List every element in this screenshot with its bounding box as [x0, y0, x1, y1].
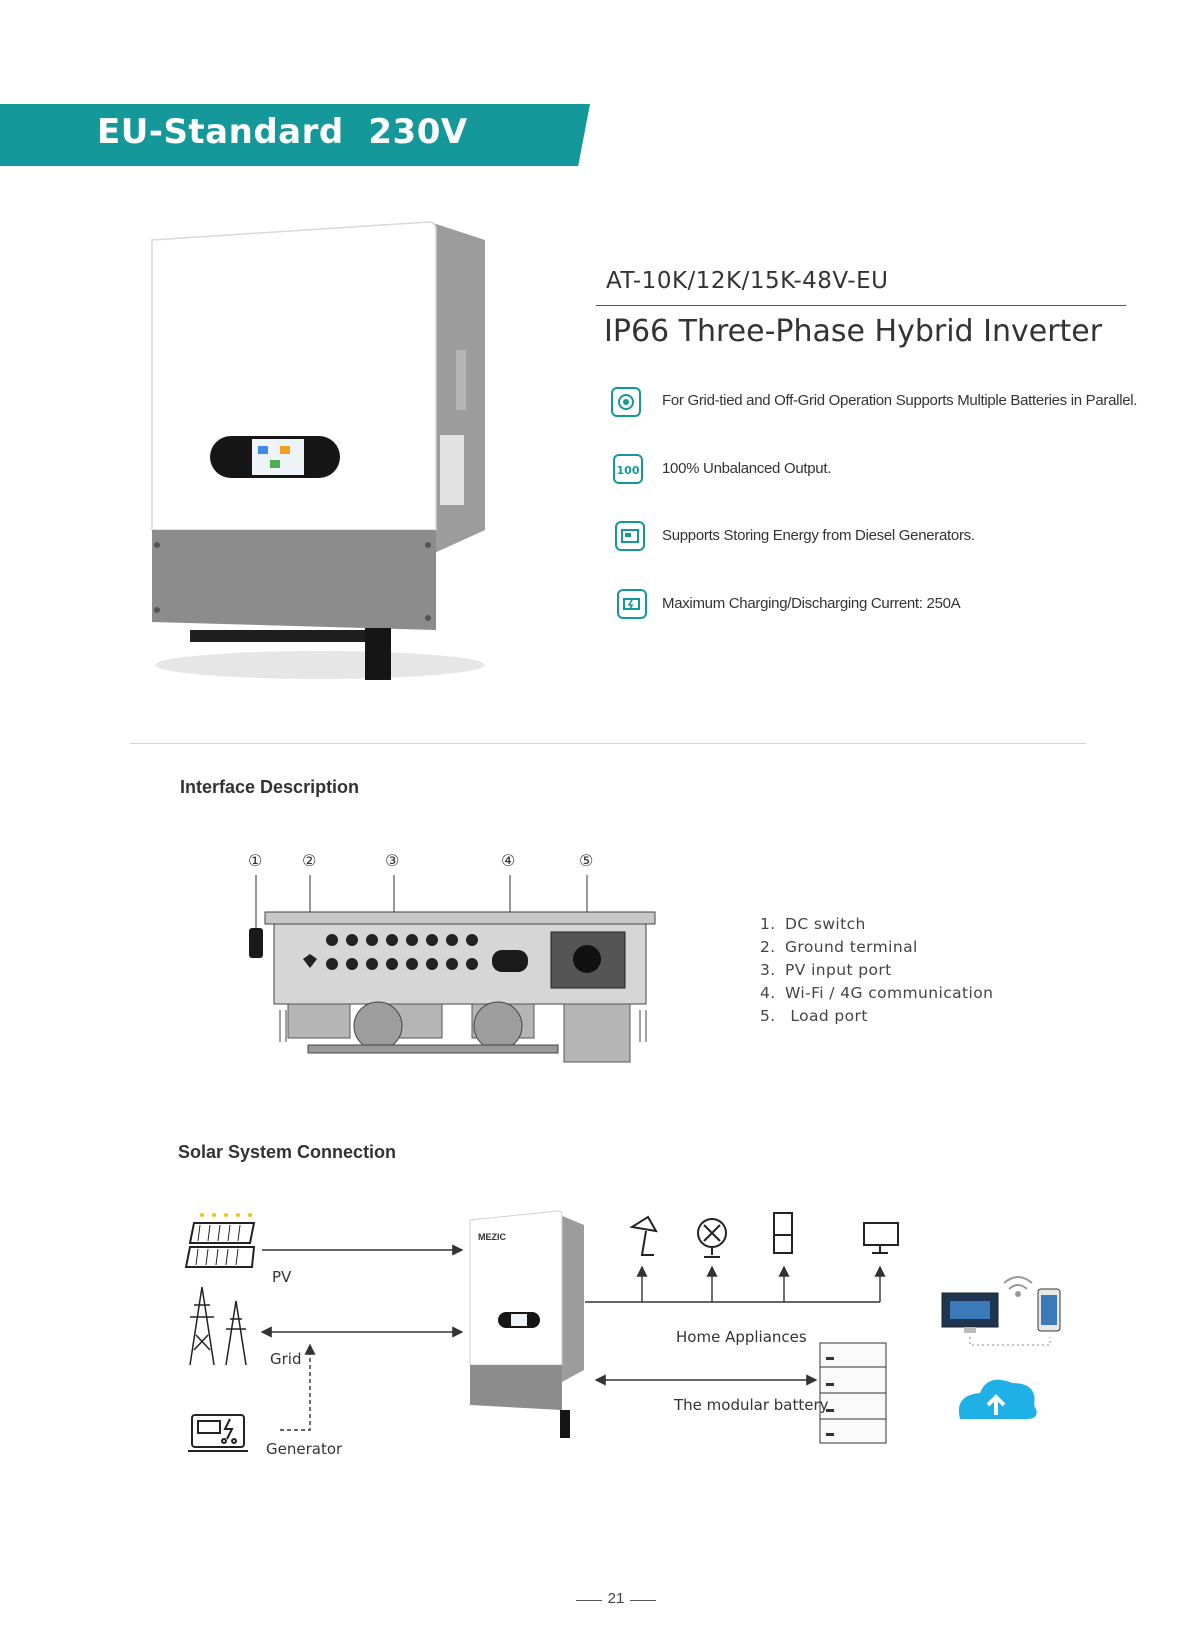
marker-3: ③: [385, 851, 400, 870]
marker-5: ⑤: [579, 851, 594, 870]
inverter-bottom-view-diagram: [249, 875, 656, 1063]
home-appliances-label: Home Appliances: [676, 1328, 807, 1346]
generator-icon: [188, 1414, 248, 1452]
fan-icon: [697, 1218, 727, 1258]
inverter-product-image: [151, 221, 485, 680]
solar-connection-diagram: [184, 1210, 1061, 1452]
header-banner: [0, 104, 590, 166]
monitor-icon: [863, 1222, 899, 1254]
fridge-icon: [773, 1212, 793, 1254]
pv-label: PV: [272, 1268, 292, 1286]
legend-num: 2.: [760, 938, 776, 956]
page-number-rule-right: [630, 1600, 656, 1601]
solar-panel-icon: [184, 1213, 256, 1268]
cloud-upload-icon: [958, 1379, 1037, 1419]
banner-title: EU-Standard 230V: [97, 112, 468, 152]
computer-icon: [941, 1292, 999, 1333]
interface-title: Interface Description: [180, 777, 360, 797]
inverter-icon: [469, 1210, 584, 1438]
model-divider: [596, 305, 1126, 306]
modular-battery-label: The modular battery: [674, 1396, 829, 1414]
legend-label: DC switch: [785, 915, 866, 933]
feature-text: For Grid-tied and Off-Grid Operation Sup…: [662, 392, 1138, 409]
legend-label: PV input port: [785, 961, 892, 979]
legend-label: Load port: [785, 1007, 868, 1025]
legend-num: 4.: [760, 984, 776, 1002]
100-percent-icon: 100: [613, 454, 643, 484]
modular-battery-icon: [819, 1342, 887, 1444]
legend-label: Ground terminal: [785, 938, 918, 956]
phone-icon: [1037, 1288, 1061, 1332]
grid-parallel-icon: [611, 387, 641, 417]
feature-text: 100% Unbalanced Output.: [662, 460, 832, 477]
marker-4: ④: [501, 851, 516, 870]
battery-charge-icon: [617, 589, 647, 619]
product-name: IP66 Three-Phase Hybrid Inverter: [604, 314, 1103, 349]
connection-title: Solar System Connection: [178, 1142, 397, 1162]
marker-2: ②: [302, 851, 317, 870]
feature-text: Supports Storing Energy from Diesel Gene…: [662, 527, 975, 544]
legend-label: Wi-Fi / 4G communication: [785, 984, 994, 1002]
lamp-icon: [629, 1215, 658, 1256]
brand-label: MEZIC: [478, 1232, 506, 1242]
section-divider: [130, 743, 1086, 744]
wifi-icon: [1003, 1276, 1033, 1297]
grid-label: Grid: [270, 1350, 302, 1368]
page-number: 21: [607, 1590, 625, 1607]
feature-text: Maximum Charging/Discharging Current: 25…: [662, 595, 961, 612]
marker-1: ①: [248, 851, 263, 870]
model-number: AT-10K/12K/15K-48V-EU: [606, 268, 889, 294]
svg-text:100: 100: [617, 464, 640, 477]
page-number-rule-left: [576, 1600, 602, 1601]
legend-num: 5.: [760, 1007, 776, 1025]
legend-num: 1.: [760, 915, 776, 933]
diesel-generator-icon: [615, 521, 645, 551]
generator-label: Generator: [266, 1440, 343, 1458]
power-tower-icon: [189, 1286, 247, 1366]
legend-num: 3.: [760, 961, 776, 979]
